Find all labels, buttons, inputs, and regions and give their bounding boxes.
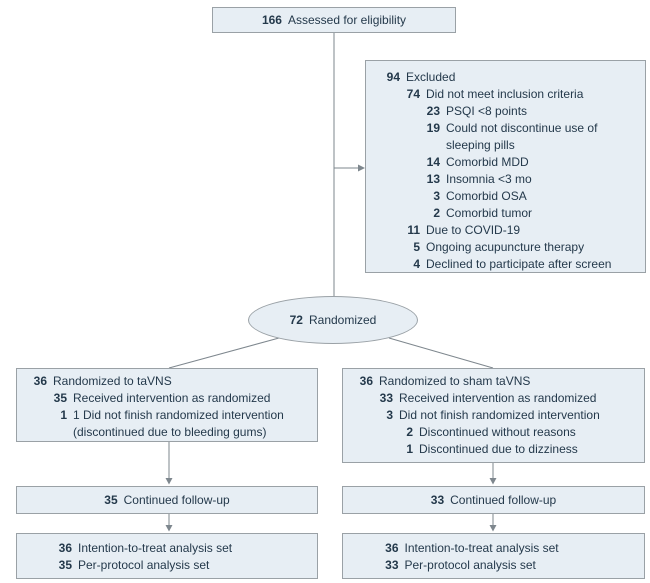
flow-box-excluded: 94 Excluded 74 Did not meet inclusion cr… [365,60,646,273]
flow-row: 33 Per-protocol analysis set [379,557,536,574]
line-randomized-to-sham [388,337,494,369]
followup-count: 33 [430,492,445,507]
flow-box-assessed: 166 Assessed for eligibility [212,7,456,33]
row-label: Per-protocol analysis set [78,558,210,572]
flow-row: 36 Intention-to-treat analysis set [379,540,559,557]
randomized-label: Randomized [308,312,377,327]
flow-row: 5 Ongoing acupuncture therapy [380,239,637,256]
flow-row: 11 Due to COVID-19 [380,222,637,239]
row-label: Randomized to taVNS [53,374,172,388]
flow-row: 33 Received intervention as randomized [353,390,636,407]
flow-box-sham-followup: 33 Continued follow-up [342,486,645,514]
row-label: Received intervention as randomized [399,391,597,405]
row-count: 23 [426,104,440,118]
flow-box-tavns-analysis: 36 Intention-to-treat analysis set 35 Pe… [16,533,318,579]
row-count: 3 [386,408,393,422]
row-label: Per-protocol analysis set [404,558,536,572]
row-label: Received intervention as randomized [73,391,271,405]
row-count: 94 [386,70,400,84]
row-count: 33 [379,391,393,405]
row-label: Discontinued without reasons [419,425,576,439]
row-label: Discontinued due to dizziness [419,442,578,456]
flow-row: 36 Intention-to-treat analysis set [52,540,232,557]
row-count: 74 [406,87,420,101]
flow-row: 36 Randomized to taVNS [27,373,309,390]
arrowhead-sham-analysis [489,525,497,532]
row-count: 33 [385,558,399,572]
row-count: 11 [407,223,420,237]
row-label: Intention-to-treat analysis set [404,541,559,555]
flow-row: 23 PSQI <8 points [380,103,637,120]
arrowhead-excluded [358,164,365,172]
row-label: Randomized to sham taVNS [379,374,531,388]
row-count: 13 [426,172,440,186]
flow-row: 4 Declined to participate after screen [380,256,637,273]
row-label: 1 Did not finish randomized intervention… [73,408,284,439]
followup-count: 35 [104,492,118,507]
arrowhead-sham-followup [489,478,497,485]
flow-row: 1 Discontinued due to dizziness [353,441,636,458]
row-label: Excluded [406,70,456,84]
row-count: 35 [58,558,72,572]
row-count: 4 [413,257,420,271]
assessed-count: 166 [261,12,282,27]
row-count: 2 [433,206,440,220]
row-label: Due to COVID-19 [426,223,521,237]
row-count: 1 [60,408,67,422]
row-count: 19 [426,121,440,135]
row-count: 36 [58,541,72,555]
row-label: Did not finish randomized intervention [399,408,600,422]
flow-row: 19 Could not discontinue use of sleeping… [380,120,637,154]
row-count: 35 [53,391,67,405]
row-label: Could not discontinue use of sleeping pi… [446,121,598,152]
row-label: Comorbid MDD [446,155,529,169]
flow-row: 74 Did not meet inclusion criteria [380,86,637,103]
row-count: 5 [413,240,420,254]
row-count: 2 [406,425,413,439]
row-label: Comorbid tumor [446,206,533,220]
flow-box-sham-group: 36 Randomized to sham taVNS 33 Received … [342,368,645,463]
row-label: Did not meet inclusion criteria [426,87,584,101]
flow-row: 3 Comorbid OSA [380,188,637,205]
row-label: Comorbid OSA [446,189,527,203]
row-count: 3 [433,189,440,203]
row-label: PSQI <8 points [446,104,528,118]
flow-box-tavns-group: 36 Randomized to taVNS 35 Received inter… [16,368,318,442]
flow-row: 14 Comorbid MDD [380,154,637,171]
flow-box-sham-analysis: 36 Intention-to-treat analysis set 33 Pe… [342,533,645,579]
arrowhead-tavns-analysis [165,525,173,532]
arrowhead-tavns-followup [165,478,173,485]
flow-row: 36 Randomized to sham taVNS [353,373,636,390]
followup-label: Continued follow-up [123,492,230,507]
assessed-label: Assessed for eligibility [287,12,407,27]
followup-label: Continued follow-up [450,492,557,507]
randomized-count: 72 [289,312,303,327]
flow-row: 35 Per-protocol analysis set [52,557,210,574]
flow-row: 2 Discontinued without reasons [353,424,636,441]
flow-row: 3 Did not finish randomized intervention [353,407,636,424]
flow-row: 35 Received intervention as randomized [27,390,309,407]
row-count: 1 [406,442,413,456]
row-label: Ongoing acupuncture therapy [426,240,585,254]
flow-box-tavns-followup: 35 Continued follow-up [16,486,318,514]
row-count: 14 [426,155,440,169]
line-randomized-to-tavns [168,337,280,369]
flow-row: 13 Insomnia <3 mo [380,171,637,188]
flow-oval-randomized: 72 Randomized [248,296,418,344]
flow-row: 1 1 Did not finish randomized interventi… [27,407,309,441]
row-label: Declined to participate after screen [426,257,612,271]
row-label: Intention-to-treat analysis set [78,541,233,555]
row-count: 36 [385,541,399,555]
row-count: 36 [359,374,373,388]
row-count: 36 [33,374,47,388]
row-label: Insomnia <3 mo [446,172,532,186]
flow-row: 2 Comorbid tumor [380,205,637,222]
flow-row: 94 Excluded [380,69,637,86]
